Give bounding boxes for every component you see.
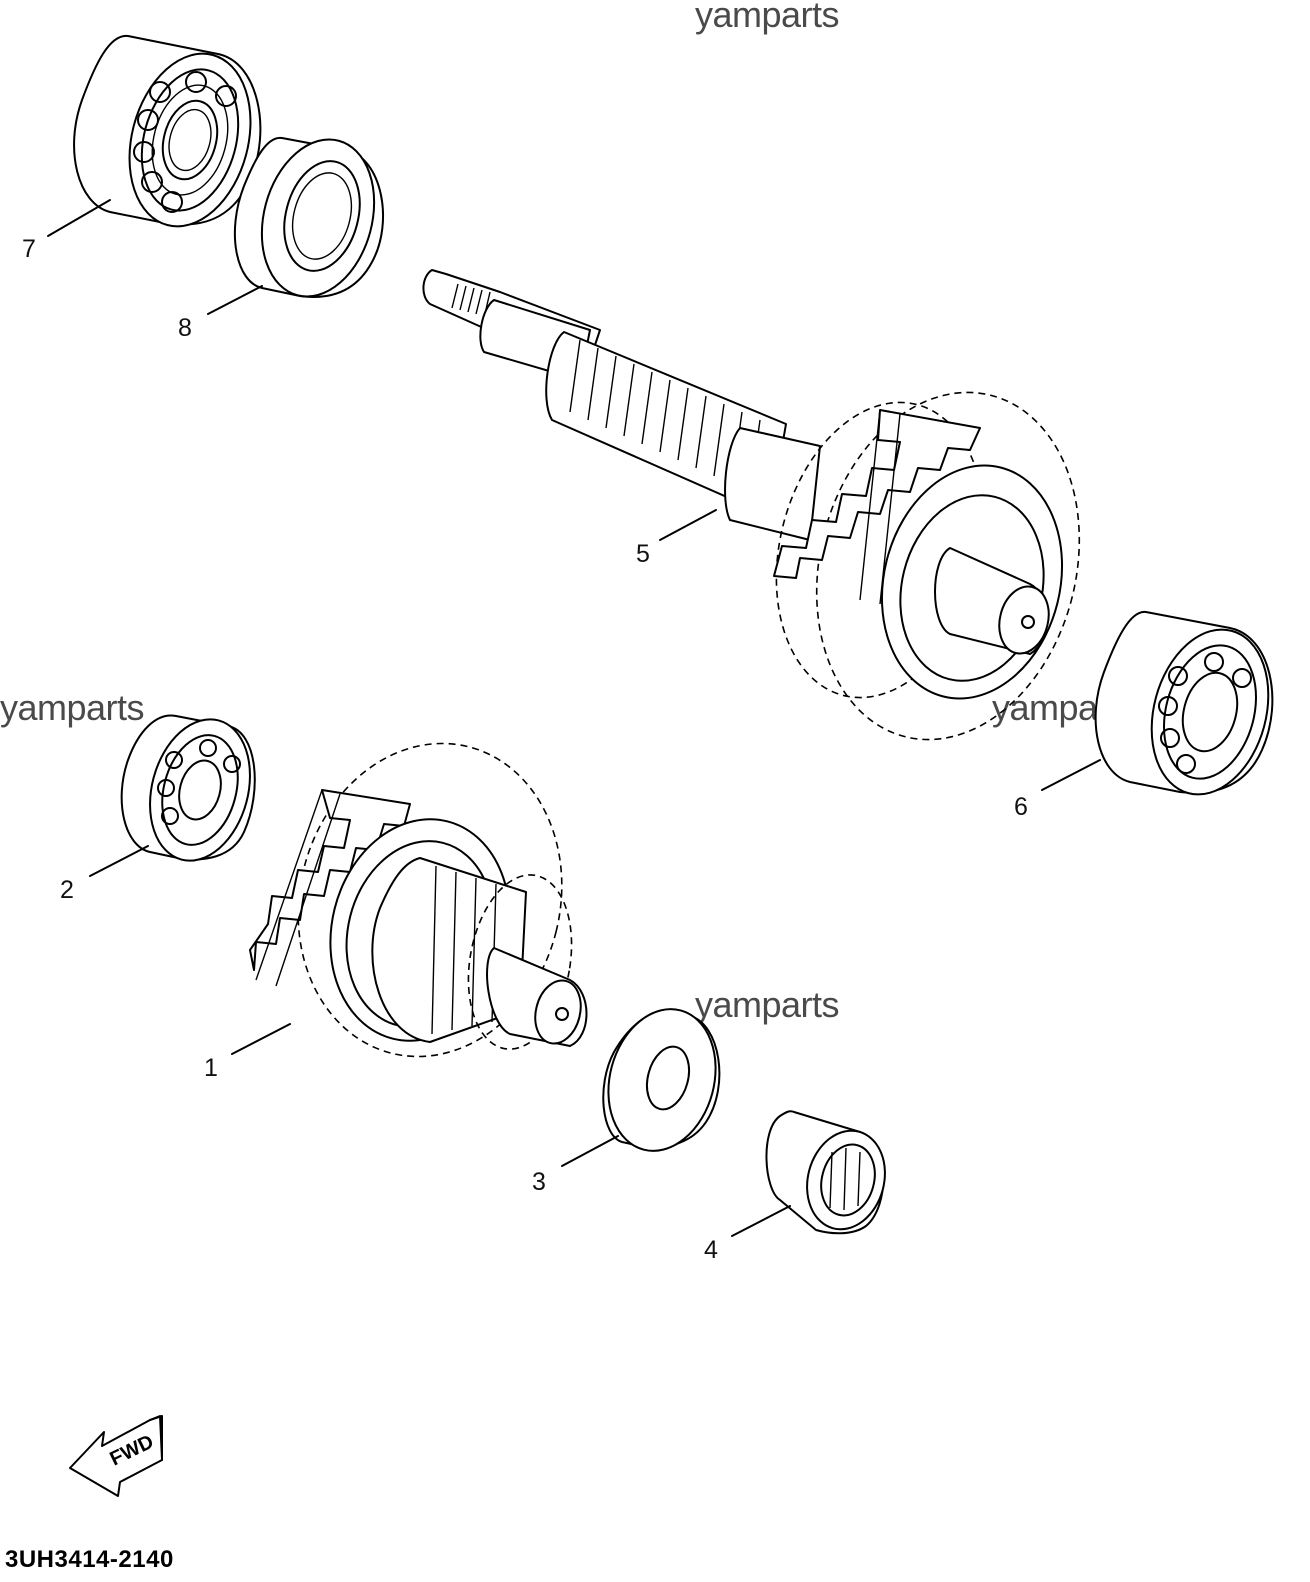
callout-8: 8: [178, 314, 192, 342]
part-8-oil-seal: [233, 136, 384, 298]
leader-3: [561, 1135, 619, 1167]
leader-2: [89, 845, 149, 877]
leader-5: [659, 509, 717, 541]
callout-5: 5: [636, 540, 650, 568]
part-5-main-axle: [422, 269, 1081, 741]
part-4-needle-bearing: [765, 1110, 886, 1235]
callout-6: 6: [1014, 793, 1028, 821]
leader-1: [231, 1023, 291, 1055]
watermark-top: yamparts: [695, 0, 839, 35]
part-6-bearing: [1094, 610, 1274, 796]
part-7-bearing: [73, 34, 262, 228]
leader-8: [207, 285, 263, 315]
leader-6: [1041, 759, 1101, 791]
part-2-bearing: [120, 714, 256, 862]
diagram-code: 3UH3414-2140: [5, 1546, 174, 1573]
part-1-gear: [249, 742, 588, 1058]
callout-3: 3: [532, 1168, 546, 1196]
watermark-center: yamparts: [695, 984, 839, 1025]
fwd-arrow-icon: [69, 1415, 163, 1497]
watermark-left: yamparts: [0, 687, 144, 728]
callout-2: 2: [60, 876, 74, 904]
callout-1: 1: [204, 1054, 218, 1082]
part-3-washer: [602, 1008, 721, 1152]
leader-7: [47, 199, 111, 237]
callout-4: 4: [704, 1236, 718, 1264]
callout-7: 7: [22, 235, 36, 263]
leader-4: [731, 1205, 791, 1237]
